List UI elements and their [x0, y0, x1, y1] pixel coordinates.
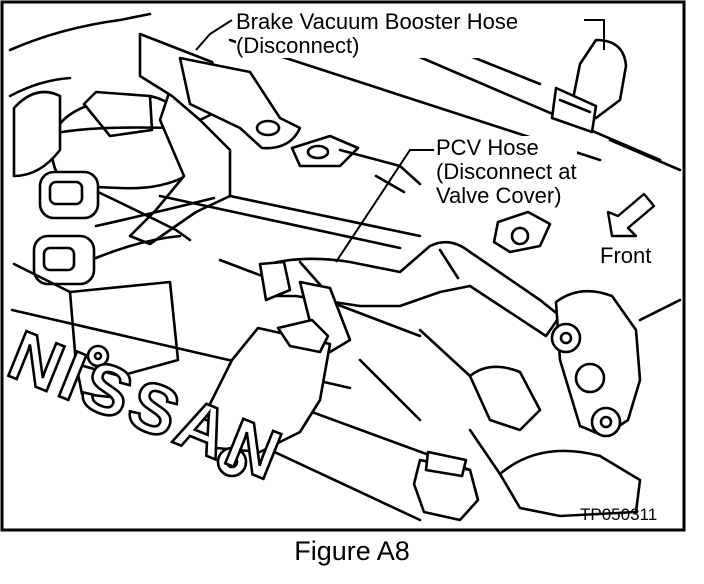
- pcv-hose-label-line2: (Disconnect at: [436, 158, 577, 184]
- brake-hose-label-line1: Brake Vacuum Booster Hose: [236, 9, 519, 34]
- pcv-hose-leader: [335, 149, 434, 263]
- pcv-hose-label-line1: PCV Hose: [436, 135, 539, 160]
- front-label: Front: [600, 243, 652, 268]
- brake-hose-callout: Brake Vacuum Booster Hose (Disconnect): [236, 9, 519, 58]
- engine-drawing: [8, 12, 682, 522]
- callout-leaders: [195, 19, 605, 263]
- brake-hose-label-line2: (Disconnect): [236, 32, 360, 58]
- pcv-hose-callout: PCV Hose (Disconnect at Valve Cover): [436, 135, 577, 208]
- front-arrow-icon: [606, 192, 656, 238]
- figure-code: TP050311: [580, 505, 658, 524]
- figure-caption: Figure A8: [294, 536, 410, 566]
- pcv-hose-label-line3: Valve Cover): [436, 182, 562, 208]
- brake-hose-leader: [195, 19, 233, 51]
- brake-hose-leader-right: [584, 19, 605, 50]
